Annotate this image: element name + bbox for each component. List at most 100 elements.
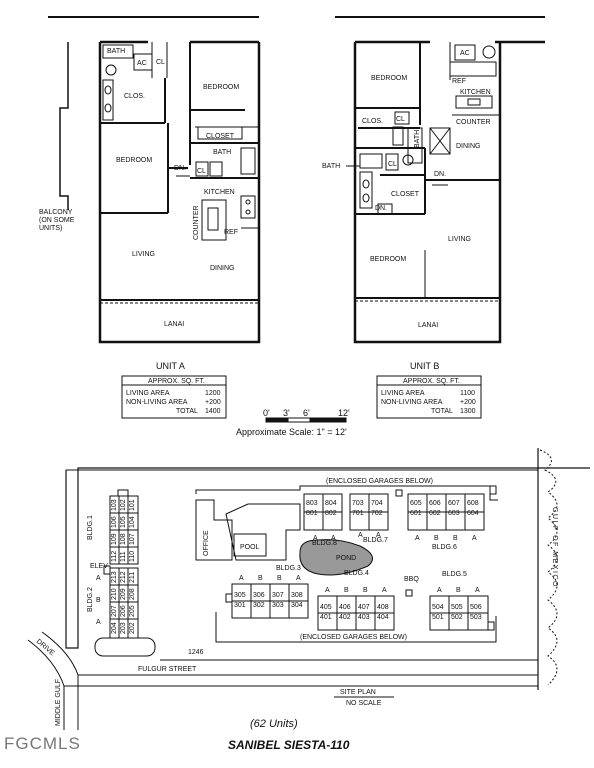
bldg3-a2: A xyxy=(296,575,301,582)
bldg5-unit-506: 506 xyxy=(470,604,482,611)
bldg4-unit-403: 403 xyxy=(358,614,370,621)
bldg8-unit-803: 803 xyxy=(306,500,318,507)
ua-bedroom-right-label: BEDROOM xyxy=(203,84,239,91)
bldg6-unit-605: 605 xyxy=(410,500,422,507)
ub-living-label: LIVING xyxy=(448,236,471,243)
bldg2-unit-212-0: 212 xyxy=(120,571,127,583)
bldg4-b2: B xyxy=(363,587,368,594)
bldg5-b: B xyxy=(456,587,461,594)
bldg2-a2: A xyxy=(96,619,101,626)
bldg7-unit-703: 703 xyxy=(352,500,364,507)
ub-row1-value: 1100 xyxy=(460,390,475,397)
bldg8-unit-801: 801 xyxy=(306,510,318,517)
ub-closet-label: CLOSET xyxy=(391,191,420,198)
ua-row1-label: LIVING AREA xyxy=(126,390,170,397)
bldg2-unit-210-1: 210 xyxy=(111,588,118,600)
bldg3-unit-307: 307 xyxy=(272,592,284,599)
bldg1-unit-112: 112 xyxy=(111,551,118,562)
bldg6-unit-607: 607 xyxy=(448,500,460,507)
ua-row2-value: +200 xyxy=(205,399,221,406)
ua-ref-label: REF xyxy=(224,229,238,236)
ua-closet-label: CLOSET xyxy=(206,133,235,140)
bldg3-unit-308: 308 xyxy=(291,592,303,599)
ub-cl-label: CL xyxy=(396,116,405,123)
bldg4-unit-402: 402 xyxy=(339,614,351,621)
bbq-label: BBQ xyxy=(404,576,419,583)
ub-row2-label: NON-LIVING AREA xyxy=(381,399,443,406)
ub-table-header: APPROX. SQ. FT. xyxy=(403,378,460,385)
ub-cl2-label: CL xyxy=(388,161,397,168)
pond-label: POND xyxy=(336,555,356,562)
ub-clos-label: CLOS. xyxy=(362,118,383,125)
complex-name: SANIBEL SIESTA-110 xyxy=(228,738,350,752)
garages-bottom-label: (ENCLOSED GARAGES BELOW) xyxy=(300,634,407,641)
ua-kitchen-label: KITCHEN xyxy=(204,189,235,196)
bldg3-a: A xyxy=(239,575,244,582)
ub-kitchen-label: KITCHEN xyxy=(460,89,491,96)
scale-tick-12: 12' xyxy=(338,408,350,418)
bldg6-b: B xyxy=(434,535,439,542)
unit-b-caption: UNIT B xyxy=(410,361,439,371)
bldg1-unit-103: 103 xyxy=(111,499,118,511)
ua-balcony-line3: UNITS) xyxy=(39,225,62,232)
bldg4-unit-406: 406 xyxy=(339,604,351,611)
no-scale-label: NO SCALE xyxy=(346,700,382,707)
ub-bedroom-top-label: BEDROOM xyxy=(371,75,407,82)
unit-a-caption: UNIT A xyxy=(156,361,185,371)
bldg6-a2: A xyxy=(472,535,477,542)
ub-row2-value: +200 xyxy=(460,399,476,406)
bldg1-unit-110: 110 xyxy=(129,551,136,562)
bldg6-a: A xyxy=(415,535,420,542)
bldg3-unit-306: 306 xyxy=(253,592,265,599)
site-plan-title: SITE PLAN xyxy=(340,689,376,696)
ua-row1-value: 1200 xyxy=(205,390,221,397)
bldg2-unit-206-2: 206 xyxy=(120,605,127,617)
bldg2-unit-213-0: 213 xyxy=(111,571,118,583)
ub-row3-label: TOTAL xyxy=(431,408,453,415)
bldg5-label: BLDG.5 xyxy=(442,571,467,578)
bldg7-unit-701: 701 xyxy=(352,510,364,517)
bldg3-unit-301: 301 xyxy=(234,602,246,609)
bldg8-unit-802: 802 xyxy=(325,510,337,517)
ub-counter-label: COUNTER xyxy=(456,119,491,126)
bldg6-unit-608: 608 xyxy=(467,500,479,507)
bldg6-b2: B xyxy=(453,535,458,542)
office-label: OFFICE xyxy=(203,530,210,556)
bldg1-unit-104: 104 xyxy=(129,516,136,528)
ua-dining-label: DINING xyxy=(210,265,235,272)
site-plan xyxy=(27,448,590,730)
bldg4-unit-408: 408 xyxy=(377,604,389,611)
ub-bath-label: BATH xyxy=(322,163,340,170)
bldg6-unit-601: 601 xyxy=(410,510,422,517)
address-label: 1246 xyxy=(188,649,204,656)
bldg4-unit-404: 404 xyxy=(377,614,389,621)
ua-living-label: LIVING xyxy=(132,251,155,258)
bldg1-unit-106: 106 xyxy=(111,516,118,528)
ub-row1-label: LIVING AREA xyxy=(381,390,425,397)
ub-dn2-label: DN. xyxy=(375,205,387,212)
mls-watermark: FGCMLS xyxy=(4,734,81,753)
ua-balcony-line1: BALCONY xyxy=(39,209,73,216)
bldg2-unit-211-0: 211 xyxy=(129,572,136,583)
scale-text: Approximate Scale: 1" = 12' xyxy=(236,427,347,437)
bldg1-unit-107: 107 xyxy=(129,533,136,545)
bldg1-unit-108: 108 xyxy=(120,533,127,545)
bldg1-unit-105: 105 xyxy=(120,516,127,528)
ub-bath-v-label: BATH xyxy=(414,130,421,148)
bldg5-a2: A xyxy=(475,587,480,594)
bldg6-label: BLDG.6 xyxy=(432,544,457,551)
bldg5-a: A xyxy=(437,587,442,594)
scale-tick-3: 3' xyxy=(283,408,290,418)
bldg2-unit-207-2: 207 xyxy=(111,605,118,617)
ub-dining-label: DINING xyxy=(456,143,481,150)
bldg8-a2: A xyxy=(331,535,336,542)
ua-cl2-label: CL xyxy=(197,168,206,175)
bldg3-label: BLDG.3 xyxy=(276,565,301,572)
ub-ref-label: REF xyxy=(452,78,466,85)
bldg2-unit-208-1: 208 xyxy=(129,588,136,600)
bldg8-unit-804: 804 xyxy=(325,500,337,507)
bldg7-a: A xyxy=(358,532,363,539)
ub-lanai-label: LANAI xyxy=(418,322,438,329)
bldg3-unit-304: 304 xyxy=(291,602,303,609)
